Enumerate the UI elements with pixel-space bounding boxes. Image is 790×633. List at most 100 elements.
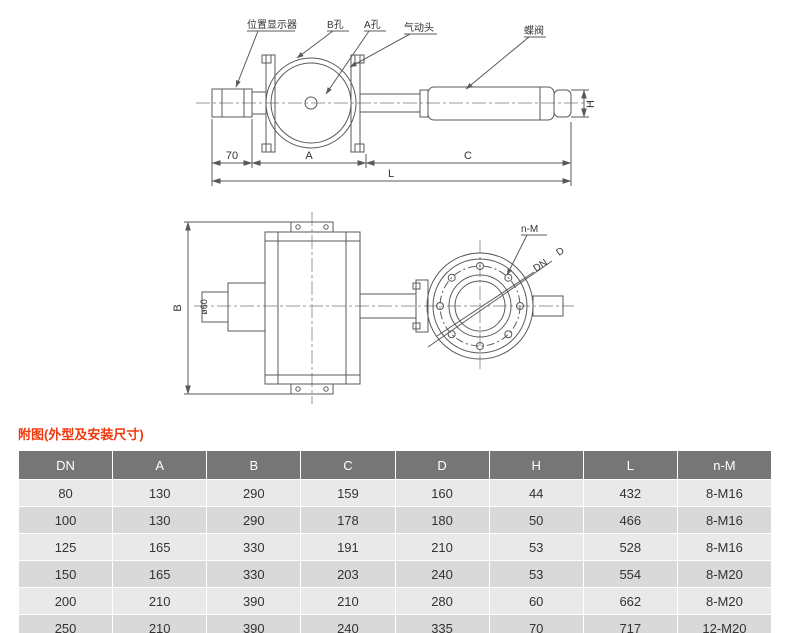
table-cell: 250 xyxy=(17,614,114,633)
table-cell: 100 xyxy=(17,506,114,534)
technical-drawing-svg: 位置显示器 B孔 A孔 气动头 蝶阀 70 A C L H xyxy=(172,18,597,404)
valve-end-cap xyxy=(553,89,572,118)
bolt-hole xyxy=(447,273,456,282)
table-cell: 210 xyxy=(394,533,490,561)
table-cell: 203 xyxy=(300,560,396,588)
table-cell: 44 xyxy=(488,479,584,507)
table-cell: 528 xyxy=(582,533,678,561)
table-cell: 8-M16 xyxy=(676,506,773,534)
table-cell: 50 xyxy=(488,506,584,534)
table-cell: 280 xyxy=(394,587,490,615)
dim-label-a: A xyxy=(305,150,313,162)
table-cell: 290 xyxy=(206,506,302,534)
dim-label-d: D xyxy=(554,245,566,258)
bolt-hole xyxy=(516,302,524,310)
col-header-h: H xyxy=(488,450,584,480)
bolt-hole xyxy=(476,262,484,270)
col-header-c: C xyxy=(300,450,396,480)
bolt-tab xyxy=(261,143,272,153)
table-cell: 662 xyxy=(582,587,678,615)
arm-flange-plate xyxy=(415,279,429,333)
table-cell: 125 xyxy=(17,533,114,561)
dim-label-70: 70 xyxy=(226,150,238,162)
dimension-table: DN A B C D H L n-M 80 130 290 159 160 44… xyxy=(17,450,773,633)
left-stem-shaft xyxy=(201,291,229,323)
actuator-circle-outer xyxy=(265,57,357,149)
col-header-l: L xyxy=(582,450,678,480)
table-cell: 210 xyxy=(112,587,208,615)
table-row: 150 165 330 203 240 53 554 8-M20 xyxy=(17,560,773,588)
bottom-end-cap xyxy=(290,383,334,395)
bolt-hole xyxy=(504,330,513,339)
table-cell: 240 xyxy=(300,614,396,633)
front-view-labels: B ø60 n-M DN D xyxy=(172,224,567,315)
table-cell: 130 xyxy=(112,506,208,534)
actuator-circle-inner xyxy=(270,62,352,144)
table-cell: 335 xyxy=(394,614,490,633)
table-cell: 8-M20 xyxy=(676,560,773,588)
col-header-d: D xyxy=(394,450,490,480)
table-cell: 60 xyxy=(488,587,584,615)
technical-drawing: 位置显示器 B孔 A孔 气动头 蝶阀 70 A C L H xyxy=(172,18,597,404)
front-view-drawing xyxy=(194,212,574,404)
dim-label-c: C xyxy=(464,150,472,162)
dim-label-dn: DN xyxy=(532,257,550,274)
table-cell: 290 xyxy=(206,479,302,507)
flange-bore xyxy=(454,280,506,332)
table-cell: 191 xyxy=(300,533,396,561)
table-cell: 178 xyxy=(300,506,396,534)
table-row: 125 165 330 191 210 53 528 8-M16 xyxy=(17,533,773,561)
table-cell: 8-M16 xyxy=(676,533,773,561)
table-cell: 466 xyxy=(582,506,678,534)
callout-position-indicator: 位置显示器 xyxy=(247,18,297,31)
table-cell: 432 xyxy=(582,479,678,507)
table-cell: 53 xyxy=(488,533,584,561)
table-cell: 180 xyxy=(394,506,490,534)
top-view-drawing xyxy=(196,54,590,153)
table-cell: 200 xyxy=(17,587,114,615)
table-cell: 330 xyxy=(206,560,302,588)
top-view-labels: 位置显示器 B孔 A孔 气动头 蝶阀 70 A C L H xyxy=(226,18,597,180)
dim-line-dn xyxy=(436,271,535,337)
callout-butterfly-valve: 蝶阀 xyxy=(524,24,544,37)
table-cell: 70 xyxy=(488,614,584,633)
table-cell: 390 xyxy=(206,587,302,615)
figure-caption: 附图(外型及安装尺寸) xyxy=(18,427,144,442)
left-mount-box xyxy=(227,282,266,332)
bolt-tab xyxy=(261,54,272,64)
table-cell: 150 xyxy=(17,560,114,588)
col-header-a: A xyxy=(112,450,208,480)
bolt-tab xyxy=(354,143,365,153)
front-view-dimensions xyxy=(184,221,553,395)
bolt-circle xyxy=(439,265,521,347)
callout-hole-a: A孔 xyxy=(364,19,381,31)
table-cell: 160 xyxy=(394,479,490,507)
table-cell: 8-M20 xyxy=(676,587,773,615)
col-header-b: B xyxy=(206,450,302,480)
table-cell: 80 xyxy=(17,479,114,507)
dim-label-l: L xyxy=(388,168,394,180)
top-end-cap xyxy=(290,221,334,233)
callout-hole-b: B孔 xyxy=(327,19,344,31)
table-cell: 330 xyxy=(206,533,302,561)
table-cell: 12-M20 xyxy=(676,614,773,633)
top-view-dimensions xyxy=(211,89,589,186)
table-cell: 240 xyxy=(394,560,490,588)
callout-pneumatic-head: 气动头 xyxy=(404,21,434,34)
table-cell: 210 xyxy=(300,587,396,615)
table-cell: 159 xyxy=(300,479,396,507)
dim-label-phi60: ø60 xyxy=(199,299,209,315)
table-row: 100 130 290 178 180 50 466 8-M16 xyxy=(17,506,773,534)
right-stub-shaft xyxy=(532,295,564,317)
table-row: 200 210 390 210 280 60 662 8-M20 xyxy=(17,587,773,615)
table-cell: 53 xyxy=(488,560,584,588)
bolt-hole xyxy=(476,342,484,350)
dim-line-d xyxy=(427,260,553,348)
table-cell: 717 xyxy=(582,614,678,633)
dim-label-n-m: n-M xyxy=(521,224,538,235)
col-header-dn: DN xyxy=(17,450,114,480)
col-header-n-m: n-M xyxy=(676,450,773,480)
dim-label-b: B xyxy=(172,304,184,311)
dim-label-h: H xyxy=(585,100,597,108)
